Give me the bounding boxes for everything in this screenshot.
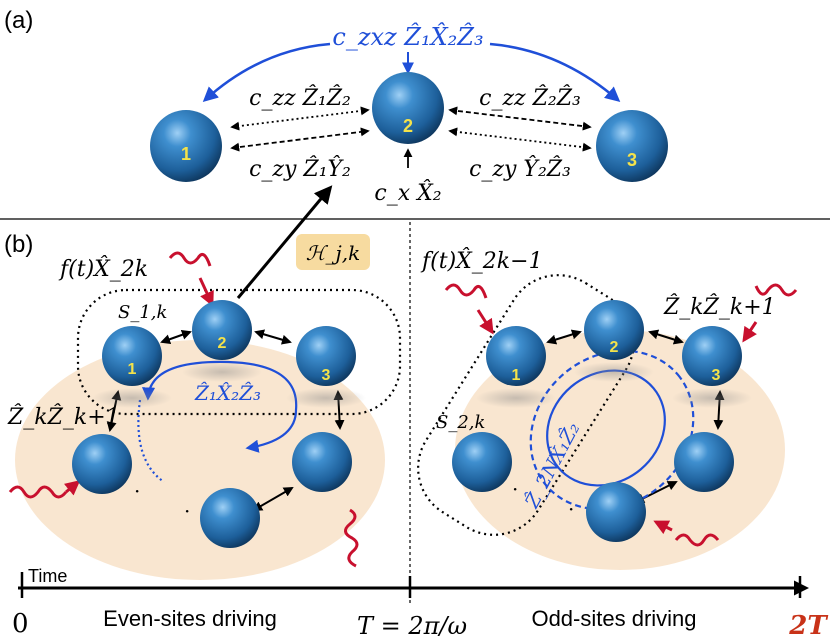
sphere-a3: 3 <box>596 110 668 182</box>
bond-2-3-left <box>254 329 292 345</box>
drive-arrow-right-1 <box>476 309 494 335</box>
zz12-label: c_zz Ẑ₁Ẑ₂ <box>249 84 351 111</box>
zoom-arrow <box>236 185 333 299</box>
sphere-b-left-3: 3 <box>286 326 366 408</box>
left-dots-2: · <box>184 499 190 523</box>
right-dots-1: · <box>512 477 518 501</box>
blue-arc-right <box>489 42 621 102</box>
sphere-b-left-2-number: 2 <box>218 335 227 352</box>
sphere-b-left-4 <box>72 434 132 494</box>
right-drive-label: f(t)X̂_2k−1 <box>420 248 543 274</box>
bond-1-2-left <box>160 329 192 345</box>
sphere-a2: 2 <box>372 72 444 144</box>
field-label: c_x X̂₂ <box>374 180 441 206</box>
right-loop-outer <box>529 349 695 511</box>
drive-wave-right-1 <box>444 283 488 299</box>
sphere-b-left-2: 2 <box>182 300 262 382</box>
time-mid-label: T = 2π/ω <box>357 612 467 640</box>
right-set-label: S_2,k <box>436 412 485 433</box>
time-end-label: 2T <box>788 611 828 641</box>
sphere-b-left-1-number: 1 <box>128 361 137 378</box>
zy12-link <box>230 127 370 152</box>
right-dots-2: · <box>568 497 574 521</box>
hamiltonian-label: ℋ_j,k <box>306 241 360 265</box>
left-loop-upper <box>141 360 298 453</box>
drive-arrow-top-left <box>198 277 214 307</box>
right-set-boundary <box>417 274 635 536</box>
sphere-b-right-3-number: 3 <box>712 367 721 384</box>
drive-arrow-right-2 <box>742 321 758 343</box>
drive-wave-bottom-right <box>344 508 359 568</box>
sphere-b-left-5 <box>292 432 352 492</box>
sphere-a2-number: 2 <box>403 116 413 136</box>
right-loop-inner <box>546 369 666 487</box>
zy23-label: c_zy Ŷ₂Ẑ₃ <box>469 155 571 182</box>
sphere-b-left-3-number: 3 <box>322 367 331 384</box>
zz23-label: c_zz Ẑ₂Ẑ₃ <box>479 84 581 111</box>
right-coupling-label: Ẑ_kẐ_k+1 <box>663 293 776 320</box>
drive-wave-bottom-left <box>8 485 68 499</box>
sphere-b-right-3: 3 <box>672 326 752 408</box>
hamiltonian-badge <box>296 234 370 270</box>
bond-2-3-right <box>648 329 684 345</box>
drive-wave-top-left <box>168 251 212 267</box>
three-body-coupling: c_zxz Ẑ₁X̂₂Ẑ₃ <box>332 22 483 51</box>
left-drive-label: f(t)X̂_2k <box>58 256 148 282</box>
blue-arc-left <box>202 42 331 103</box>
panel-b-label: (b) <box>4 231 33 258</box>
panel-a-label: (a) <box>4 7 33 34</box>
left-loop-label: Ẑ₁X̂₂Ẑ₃ <box>194 381 261 405</box>
drive-arrow-bottom-left <box>63 480 81 496</box>
time-start-label: 0 <box>12 609 29 639</box>
time-axis-title: Time <box>28 566 67 586</box>
drive-wave-right-3 <box>674 533 720 547</box>
sphere-a1: 1 <box>150 110 222 182</box>
left-dots-1: · <box>134 479 140 503</box>
sphere-b-left-6 <box>200 488 260 548</box>
sphere-b-right-1: 1 <box>476 326 556 408</box>
zy12-label: c_zy Ẑ₁Ŷ₂ <box>249 155 351 182</box>
sphere-a3-number: 3 <box>627 150 637 170</box>
drive-arrow-right-3 <box>653 520 673 535</box>
zz12-link <box>230 106 370 131</box>
sphere-b-right-2: 2 <box>574 300 654 382</box>
bond-1-2-right <box>546 329 582 345</box>
sphere-b-right-1-number: 1 <box>512 367 521 384</box>
left-loop-lower <box>137 399 165 483</box>
sphere-b-right-5 <box>674 432 734 492</box>
bond-5-6-left <box>252 486 294 512</box>
sphere-b-right-6 <box>586 482 646 542</box>
left-set-label: S_1,k <box>118 302 167 323</box>
left-coupling-label: Ẑ_kẐ_k+1 <box>7 403 120 430</box>
drive-wave-right-2 <box>754 283 798 297</box>
sphere-b-left-1: 1 <box>92 326 172 408</box>
sphere-a1-number: 1 <box>181 144 191 164</box>
left-phase-label: Even-sites driving <box>103 606 277 631</box>
zz23-link <box>448 106 592 131</box>
sphere-b-right-4 <box>452 432 512 492</box>
sphere-b-right-2-number: 2 <box>610 339 619 356</box>
zy23-link <box>448 127 592 152</box>
right-phase-label: Odd-sites driving <box>531 606 696 631</box>
